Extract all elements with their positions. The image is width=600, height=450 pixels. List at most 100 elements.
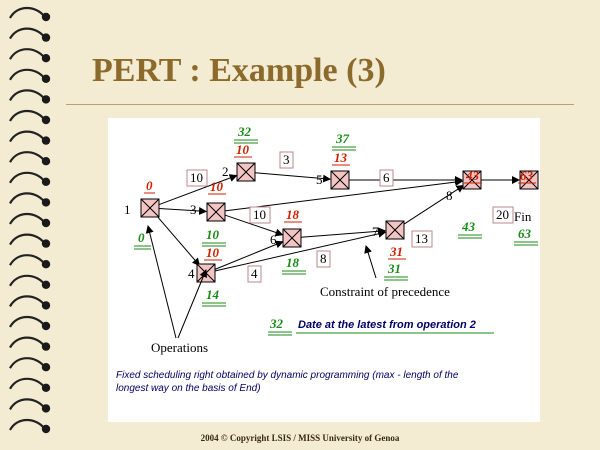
duration-box-3	[249, 206, 271, 224]
duration-box-5	[279, 151, 294, 169]
edge-7-8	[402, 184, 465, 226]
early-date-fin: 63	[520, 168, 534, 183]
duration-6: 8	[320, 251, 327, 266]
edge-1-4	[155, 214, 201, 267]
binding-hole	[41, 177, 51, 186]
duration-box-2	[186, 169, 208, 187]
binding-coil	[9, 151, 45, 163]
binding-coil	[9, 336, 45, 349]
binding-coil	[9, 192, 45, 205]
duration-7: 13	[415, 231, 428, 246]
duration-box-6	[316, 250, 331, 268]
binding-hole	[41, 33, 51, 42]
binding-coil	[9, 274, 45, 287]
early-date-3: 10	[210, 179, 224, 194]
duration-box-d5	[379, 169, 394, 187]
legend-value: 32	[269, 316, 284, 331]
edge-1-2	[158, 174, 238, 206]
late-date-6: 18	[286, 255, 300, 270]
binding-hole	[41, 74, 51, 84]
edge-2-5	[254, 172, 332, 183]
late-date-7: 31	[387, 261, 401, 276]
node-7	[385, 220, 405, 240]
early-date-2: 10	[236, 142, 250, 157]
early-date-4: 10	[206, 245, 220, 260]
early-date-8: 43	[465, 168, 480, 183]
late-date-1: 0	[138, 230, 145, 245]
node-4	[196, 263, 216, 283]
binding-coil	[9, 398, 45, 411]
binding-hole	[41, 260, 51, 269]
binding-coil	[9, 68, 45, 81]
early-date-5: 13	[334, 150, 348, 165]
duration-4: 4	[251, 266, 258, 281]
binding-coil	[9, 315, 45, 328]
node-2-label: 2	[222, 164, 229, 179]
late-date-5: 37	[335, 131, 350, 146]
binding-coil	[9, 109, 45, 122]
node-6-label: 6	[270, 232, 277, 247]
binding-hole	[41, 198, 51, 207]
binding-coil	[9, 130, 45, 143]
node-8	[462, 170, 482, 190]
late-date-8: 43	[461, 219, 476, 234]
binding-coil	[9, 48, 45, 60]
node-7-label: 7	[372, 224, 379, 239]
binding-coil	[9, 89, 45, 102]
edge-3-8	[224, 178, 464, 212]
edge-6-7	[300, 227, 387, 238]
binding-coil	[9, 212, 45, 225]
constraint-pointer	[364, 245, 377, 279]
node-fin-label: Fin	[514, 209, 532, 224]
duration-3: 10	[253, 207, 266, 222]
binding-hole	[41, 12, 51, 22]
binding-hole	[41, 363, 51, 372]
constraint-label: Constraint of precedence	[320, 284, 450, 299]
binding-coil	[9, 27, 45, 40]
operations-pointer-1	[145, 225, 177, 339]
slide-title: PERT : Example (3)	[92, 52, 386, 89]
node-3	[206, 202, 226, 222]
node-4-label: 4	[188, 266, 195, 281]
binding-hole	[41, 280, 51, 289]
binding-coil	[9, 357, 45, 369]
binding-hole	[41, 424, 51, 434]
node-3-label: 3	[190, 202, 197, 217]
early-date-6: 18	[286, 207, 300, 222]
duration-box-4	[247, 265, 262, 283]
binding-hole	[41, 239, 51, 248]
late-date-2: 32	[237, 124, 252, 139]
node-2	[236, 162, 256, 182]
duration-box-fin	[492, 206, 514, 224]
title-divider	[66, 104, 574, 105]
binding-hole	[41, 95, 51, 104]
early-date-1: 0	[146, 178, 153, 193]
operations-label: Operations	[151, 340, 208, 355]
operations-pointer-2	[177, 269, 208, 339]
binding-hole	[41, 136, 51, 145]
node-fin	[519, 170, 539, 190]
binding-coil	[9, 377, 45, 390]
binding-coil	[9, 171, 45, 184]
early-date-7: 31	[389, 244, 403, 259]
binding-hole	[41, 301, 51, 310]
binding-hole	[41, 342, 51, 351]
edge-4-6	[214, 240, 284, 271]
binding-coil	[9, 418, 45, 431]
duration-5: 3	[283, 152, 290, 167]
note-line-2: longest way on the basis of End)	[116, 383, 261, 394]
late-date-fin: 63	[518, 226, 532, 241]
late-date-4: 14	[206, 287, 220, 302]
note-line-1: Fixed scheduling right obtained by dynam…	[116, 370, 459, 381]
node-8-label: 8	[446, 188, 453, 203]
binding-coil	[9, 254, 45, 266]
duration-fin: 20	[496, 207, 509, 222]
binding-hole	[41, 54, 51, 63]
node-1-label: 1	[124, 202, 131, 217]
duration-box-7	[411, 230, 433, 248]
late-date-3: 10	[206, 227, 220, 242]
node-6	[282, 228, 302, 248]
binding-hole	[41, 218, 51, 228]
binding-coil	[9, 6, 45, 19]
